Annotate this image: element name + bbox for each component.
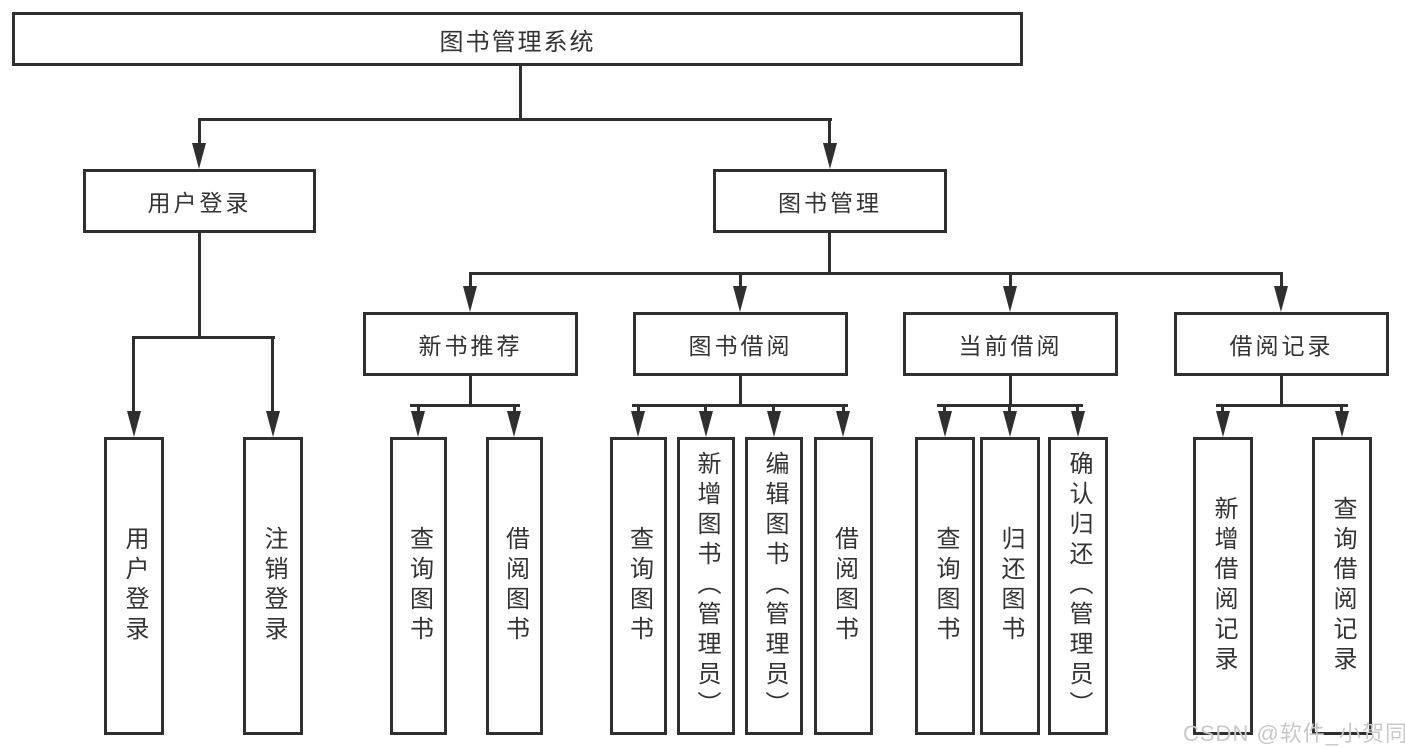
connector-stub <box>704 407 707 413</box>
connector-stub-borrow-records <box>1280 275 1283 288</box>
arrow-down-icon <box>411 411 425 437</box>
connector-stub <box>1340 407 1343 413</box>
connector-groupA-bar <box>410 404 520 407</box>
leaf-borrow-books-recommend: 借阅图书 <box>486 437 543 735</box>
connector-stub <box>513 407 516 413</box>
leaf-add-books-admin-label: 新增图书（管理员） <box>693 451 720 721</box>
arrow-down-icon <box>1071 411 1085 437</box>
node-book-borrowing-label: 图书借阅 <box>688 333 793 359</box>
node-user-login: 用户登录 <box>83 169 316 233</box>
connector-user-login-trunk <box>198 233 201 336</box>
node-book-management: 图书管理 <box>713 169 947 233</box>
leaf-return-books: 归还图书 <box>980 437 1040 735</box>
leaf-confirm-return-admin: 确认归还（管理员） <box>1048 437 1108 735</box>
arrow-down-icon <box>631 411 645 437</box>
connector-stub <box>1008 407 1011 413</box>
leaf-add-borrow-record-label: 新增借阅记录 <box>1210 496 1237 676</box>
leaf-add-books-admin: 新增图书（管理员） <box>677 437 735 735</box>
connector-book-management-trunk <box>828 233 831 272</box>
leaf-query-books-recommend-label: 查询图书 <box>405 526 433 646</box>
arrow-down-icon <box>733 286 747 312</box>
node-borrowing-records: 借阅记录 <box>1174 312 1389 376</box>
node-book-borrowing: 图书借阅 <box>633 312 848 376</box>
arrow-down-icon <box>699 411 713 437</box>
leaf-query-books-recommend: 查询图书 <box>390 437 447 735</box>
node-root-label: 图书管理系统 <box>439 28 596 56</box>
connector-groupB-trunk <box>739 376 742 404</box>
node-current-borrowing: 当前借阅 <box>903 312 1118 376</box>
arrow-down-icon <box>463 286 477 312</box>
connector-groupD-bar <box>1216 404 1348 407</box>
arrow-down-icon <box>1003 411 1017 437</box>
connector-stub <box>1076 407 1079 413</box>
leaf-logout-label: 注销登录 <box>260 526 287 646</box>
leaf-return-books-label: 归还图书 <box>997 526 1024 646</box>
connector-groupB-bar <box>632 404 848 407</box>
leaf-add-borrow-record: 新增借阅记录 <box>1193 437 1253 735</box>
leaf-borrow-books-label: 借阅图书 <box>830 526 858 646</box>
connector-stub <box>637 407 640 413</box>
node-new-book-recommendation: 新书推荐 <box>363 312 578 376</box>
leaf-confirm-return-admin-label: 确认归还（管理员） <box>1065 451 1092 721</box>
leaf-edit-books-admin-label: 编辑图书（管理员） <box>761 451 788 721</box>
arrow-down-icon <box>1335 411 1349 437</box>
connector-groupD-trunk <box>1280 376 1283 404</box>
leaf-query-books-borrow-label: 查询图书 <box>625 526 653 646</box>
connector-stub <box>772 407 775 413</box>
node-root-library-system: 图书管理系统 <box>12 12 1023 66</box>
connector-root-trunk <box>519 66 522 118</box>
connector-stub <box>842 407 845 413</box>
leaf-borrow-books-recommend-label: 借阅图书 <box>501 526 529 646</box>
leaf-edit-books-admin: 编辑图书（管理员） <box>745 437 803 735</box>
connector-groupC-bar <box>937 404 1083 407</box>
leaf-query-books-current-label: 查询图书 <box>932 526 959 646</box>
leaf-query-borrow-record: 查询借阅记录 <box>1312 437 1372 735</box>
arrow-down-icon <box>767 411 781 437</box>
node-borrowing-records-label: 借阅记录 <box>1229 333 1334 359</box>
csdn-watermark: CSDN @软件_小贺同学 <box>1183 721 1405 746</box>
arrow-down-icon <box>1003 286 1017 312</box>
connector-stub-book-borrow <box>739 275 742 288</box>
connector-user-login-bar <box>132 336 275 339</box>
arrow-down-icon <box>836 411 850 437</box>
node-book-management-label: 图书管理 <box>778 190 882 216</box>
connector-stub <box>943 407 946 413</box>
connector-level3-bar <box>469 272 1283 275</box>
arrow-down-icon <box>1216 411 1230 437</box>
arrow-down-icon <box>266 411 280 437</box>
leaf-user-login-label: 用户登录 <box>121 526 148 646</box>
leaf-logout: 注销登录 <box>243 437 303 735</box>
arrow-down-icon <box>823 143 837 169</box>
node-user-login-label: 用户登录 <box>147 190 252 216</box>
leaf-query-books-borrow: 查询图书 <box>610 437 667 735</box>
connector-groupC-trunk <box>1009 376 1012 404</box>
leaf-query-books-current: 查询图书 <box>915 437 975 735</box>
connector-stub-new-book <box>469 275 472 288</box>
leaf-query-borrow-record-label: 查询借阅记录 <box>1329 496 1356 676</box>
arrow-down-icon <box>938 411 952 437</box>
leaf-user-login: 用户登录 <box>104 437 164 735</box>
connector-stub-login-leaf <box>132 339 135 413</box>
connector-stub-logout-leaf <box>271 339 274 413</box>
connector-stub <box>417 407 420 413</box>
connector-stub-current-borrow <box>1009 275 1012 288</box>
arrow-down-icon <box>507 411 521 437</box>
node-new-book-recommendation-label: 新书推荐 <box>418 333 523 359</box>
connector-stub-book-management <box>828 121 831 145</box>
arrow-down-icon <box>127 411 141 437</box>
connector-stub-user-login <box>198 121 201 145</box>
connector-level2-bar <box>198 118 832 121</box>
leaf-borrow-books: 借阅图书 <box>814 437 873 735</box>
connector-stub <box>1221 407 1224 413</box>
arrow-down-icon <box>192 143 206 169</box>
connector-groupA-trunk <box>469 376 472 404</box>
node-current-borrowing-label: 当前借阅 <box>958 333 1063 359</box>
arrow-down-icon <box>1274 286 1288 312</box>
